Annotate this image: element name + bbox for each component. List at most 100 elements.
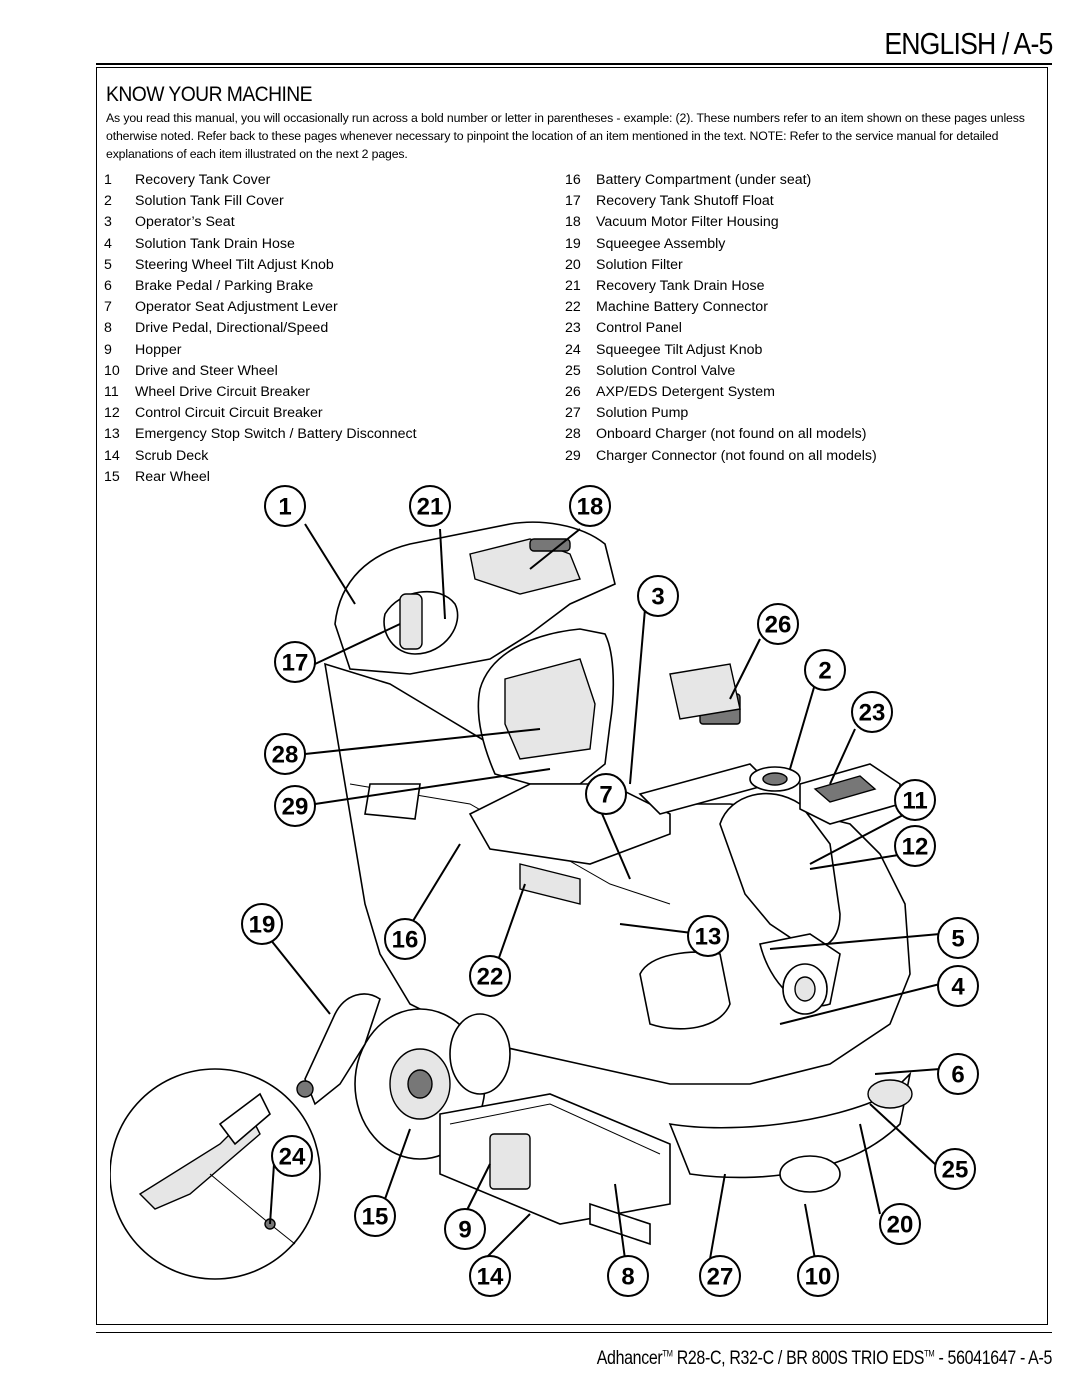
callout-label: 7 [599, 782, 612, 809]
callout-label: 23 [859, 700, 886, 727]
callout-circle [879, 1203, 921, 1245]
callout-label: 25 [942, 1157, 969, 1184]
callout-17: 17 [274, 641, 316, 683]
callout-circle [469, 1255, 511, 1297]
callout-5: 5 [937, 917, 979, 959]
callout-label: 17 [282, 650, 309, 677]
callout-label: 13 [695, 924, 722, 951]
callout-label: 19 [249, 912, 276, 939]
callout-circle [274, 641, 316, 683]
part-number: 26 [565, 384, 581, 401]
callout-label: 1 [278, 494, 291, 521]
callout-18: 18 [569, 485, 611, 527]
part-number: 15 [104, 468, 120, 485]
callout-circle [274, 785, 316, 827]
part-label: Brake Pedal / Parking Brake [135, 278, 314, 295]
callout-circle [569, 485, 611, 527]
callout-circle [637, 575, 679, 617]
callout-circle [687, 915, 729, 957]
callout-label: 2 [818, 658, 831, 685]
page-header-title: ENGLISH / A-5 [883, 26, 1053, 61]
callout-26: 26 [757, 603, 799, 645]
header-rule [96, 63, 1052, 65]
part-label: Solution Filter [596, 256, 683, 273]
callout-circle [894, 825, 936, 867]
part-number: 10 [104, 362, 120, 379]
callout-label: 9 [458, 1217, 471, 1244]
part-number: 24 [565, 341, 581, 358]
callout-22: 22 [469, 955, 511, 997]
callout-label: 22 [477, 964, 504, 991]
callout-14: 14 [469, 1255, 511, 1297]
page-footer: AdhancerTM R28-C, R32-C / BR 800S TRIO E… [597, 1348, 1053, 1370]
part-number: 14 [104, 447, 120, 464]
part-label: Charger Connector (not found on all mode… [596, 447, 877, 464]
part-label: Scrub Deck [135, 447, 209, 464]
callout-13: 13 [687, 915, 729, 957]
part-label: Solution Control Valve [596, 362, 736, 379]
callout-circle [937, 1053, 979, 1095]
callout-label: 11 [902, 788, 927, 815]
part-label: Vacuum Motor Filter Housing [596, 214, 779, 231]
part-label: Drive Pedal, Directional/Speed [135, 320, 329, 337]
callout-circle [757, 603, 799, 645]
part-label: Hopper [135, 341, 182, 358]
callout-label: 29 [282, 794, 309, 821]
callout-20: 20 [879, 1203, 921, 1245]
part-label: Recovery Tank Shutoff Float [596, 193, 774, 210]
part-number: 1 [104, 172, 112, 188]
callout-6: 6 [937, 1053, 979, 1095]
part-number: 2 [104, 193, 112, 210]
part-number: 4 [104, 235, 112, 252]
callout-19: 19 [241, 903, 283, 945]
callout-circle [804, 649, 846, 691]
callout-11: 11 [894, 779, 936, 821]
callout-1: 1 [264, 485, 306, 527]
part-number: 13 [104, 426, 120, 443]
callout-circle [699, 1255, 741, 1297]
part-label: Control Panel [596, 320, 682, 337]
part-number: 29 [565, 447, 581, 464]
part-label: Squeegee Tilt Adjust Knob [596, 341, 763, 358]
callout-label: 15 [362, 1204, 389, 1231]
part-number: 19 [565, 235, 581, 252]
callout-circle [937, 917, 979, 959]
content-frame [96, 67, 1048, 1325]
callout-label: 16 [392, 927, 419, 954]
callout-24: 24 [271, 1135, 313, 1177]
footer-doc-number: - 56041647 - A-5 [934, 1348, 1052, 1369]
callout-9: 9 [444, 1208, 486, 1250]
callout-label: 4 [951, 974, 965, 1001]
callout-label: 18 [577, 494, 604, 521]
callout-circle [937, 965, 979, 1007]
part-label: Recovery Tank Drain Hose [596, 278, 765, 295]
part-number: 16 [565, 172, 581, 188]
callout-circle [241, 903, 283, 945]
callout-circle [607, 1255, 649, 1297]
callout-8: 8 [607, 1255, 649, 1297]
callout-leaders [269, 523, 941, 1260]
part-number: 6 [104, 278, 112, 295]
callout-circle [934, 1148, 976, 1190]
part-number: 22 [565, 299, 581, 316]
callout-circle [264, 485, 306, 527]
part-label: Drive and Steer Wheel [135, 362, 278, 379]
part-number: 23 [565, 320, 581, 337]
part-label: Solution Tank Drain Hose [135, 235, 295, 252]
callout-16: 16 [384, 918, 426, 960]
part-label: Battery Compartment (under seat) [596, 172, 812, 188]
